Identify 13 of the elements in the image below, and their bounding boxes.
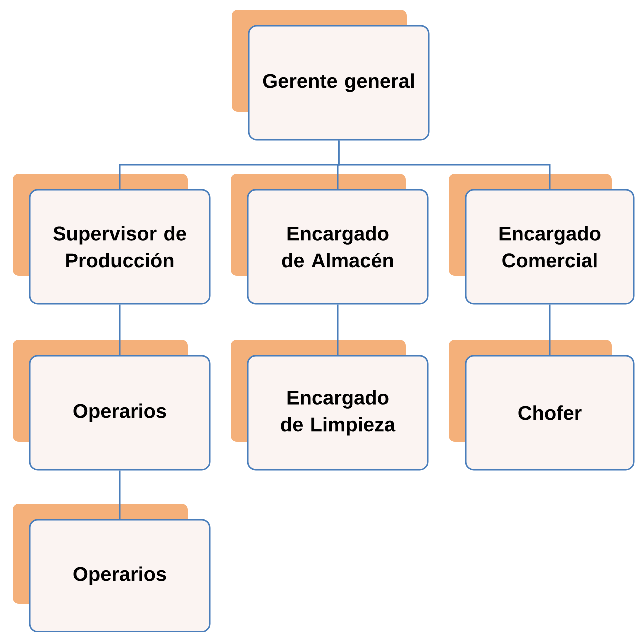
connector-line: [549, 304, 551, 356]
org-box: Gerente general: [232, 10, 430, 141]
connector-line: [119, 470, 121, 520]
connector-line: [338, 140, 551, 190]
org-box: Encargado de Limpieza: [231, 340, 429, 471]
org-box: Supervisor de Producción: [13, 174, 211, 305]
org-box: Chofer: [449, 340, 635, 471]
org-box: Encargado Comercial: [449, 174, 635, 305]
connector-line: [119, 304, 121, 356]
org-box: Operarios: [13, 340, 211, 471]
org-box: Operarios: [13, 504, 211, 632]
org-box: Encargado de Almacén: [231, 174, 429, 305]
connector-line: [337, 304, 339, 356]
